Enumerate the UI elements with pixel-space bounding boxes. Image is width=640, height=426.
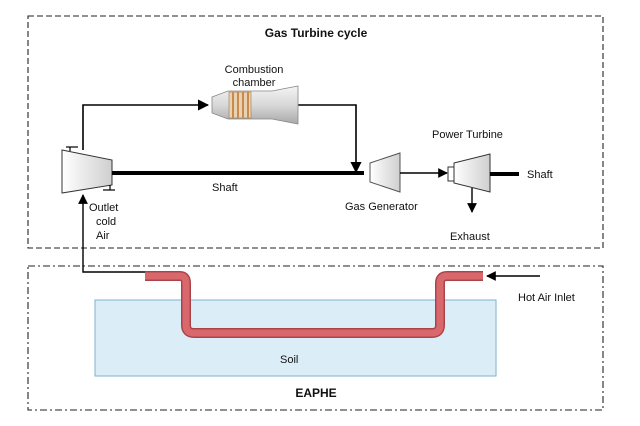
compressor-to-combustor-line: [82, 99, 210, 150]
outlet-label-line1: Outlet: [89, 202, 118, 214]
combustion-label-line1: Combustion: [225, 64, 284, 76]
outlet-label-line3: Air: [96, 230, 110, 242]
combustor-to-generator-line: [298, 104, 362, 174]
cycle-title: Gas Turbine cycle: [265, 26, 368, 40]
outlet-label-line2: cold: [96, 216, 116, 228]
combustion-label-line2: chamber: [233, 77, 276, 89]
outlet-cold-air-line: [78, 194, 145, 273]
shaft-label-right: Shaft: [527, 169, 553, 181]
earth-air-pipe: [145, 271, 483, 338]
gas-turbine-cycle-box: [27, 15, 604, 249]
power-turbine-icon: [447, 153, 491, 193]
power-turbine-label: Power Turbine: [432, 129, 503, 141]
combustion-chamber-icon: [211, 85, 299, 125]
compressor-icon: [61, 146, 115, 194]
shaft-label-left: Shaft: [212, 182, 238, 194]
exhaust-label: Exhaust: [450, 231, 490, 243]
gas-generator-label: Gas Generator: [345, 201, 418, 213]
soil-label: Soil: [280, 354, 298, 366]
eaphe-box: [27, 265, 604, 411]
eaphe-title: EAPHE: [295, 386, 336, 400]
hot-air-inlet-label: Hot Air Inlet: [518, 292, 575, 304]
gas-generator-icon: [369, 152, 401, 193]
